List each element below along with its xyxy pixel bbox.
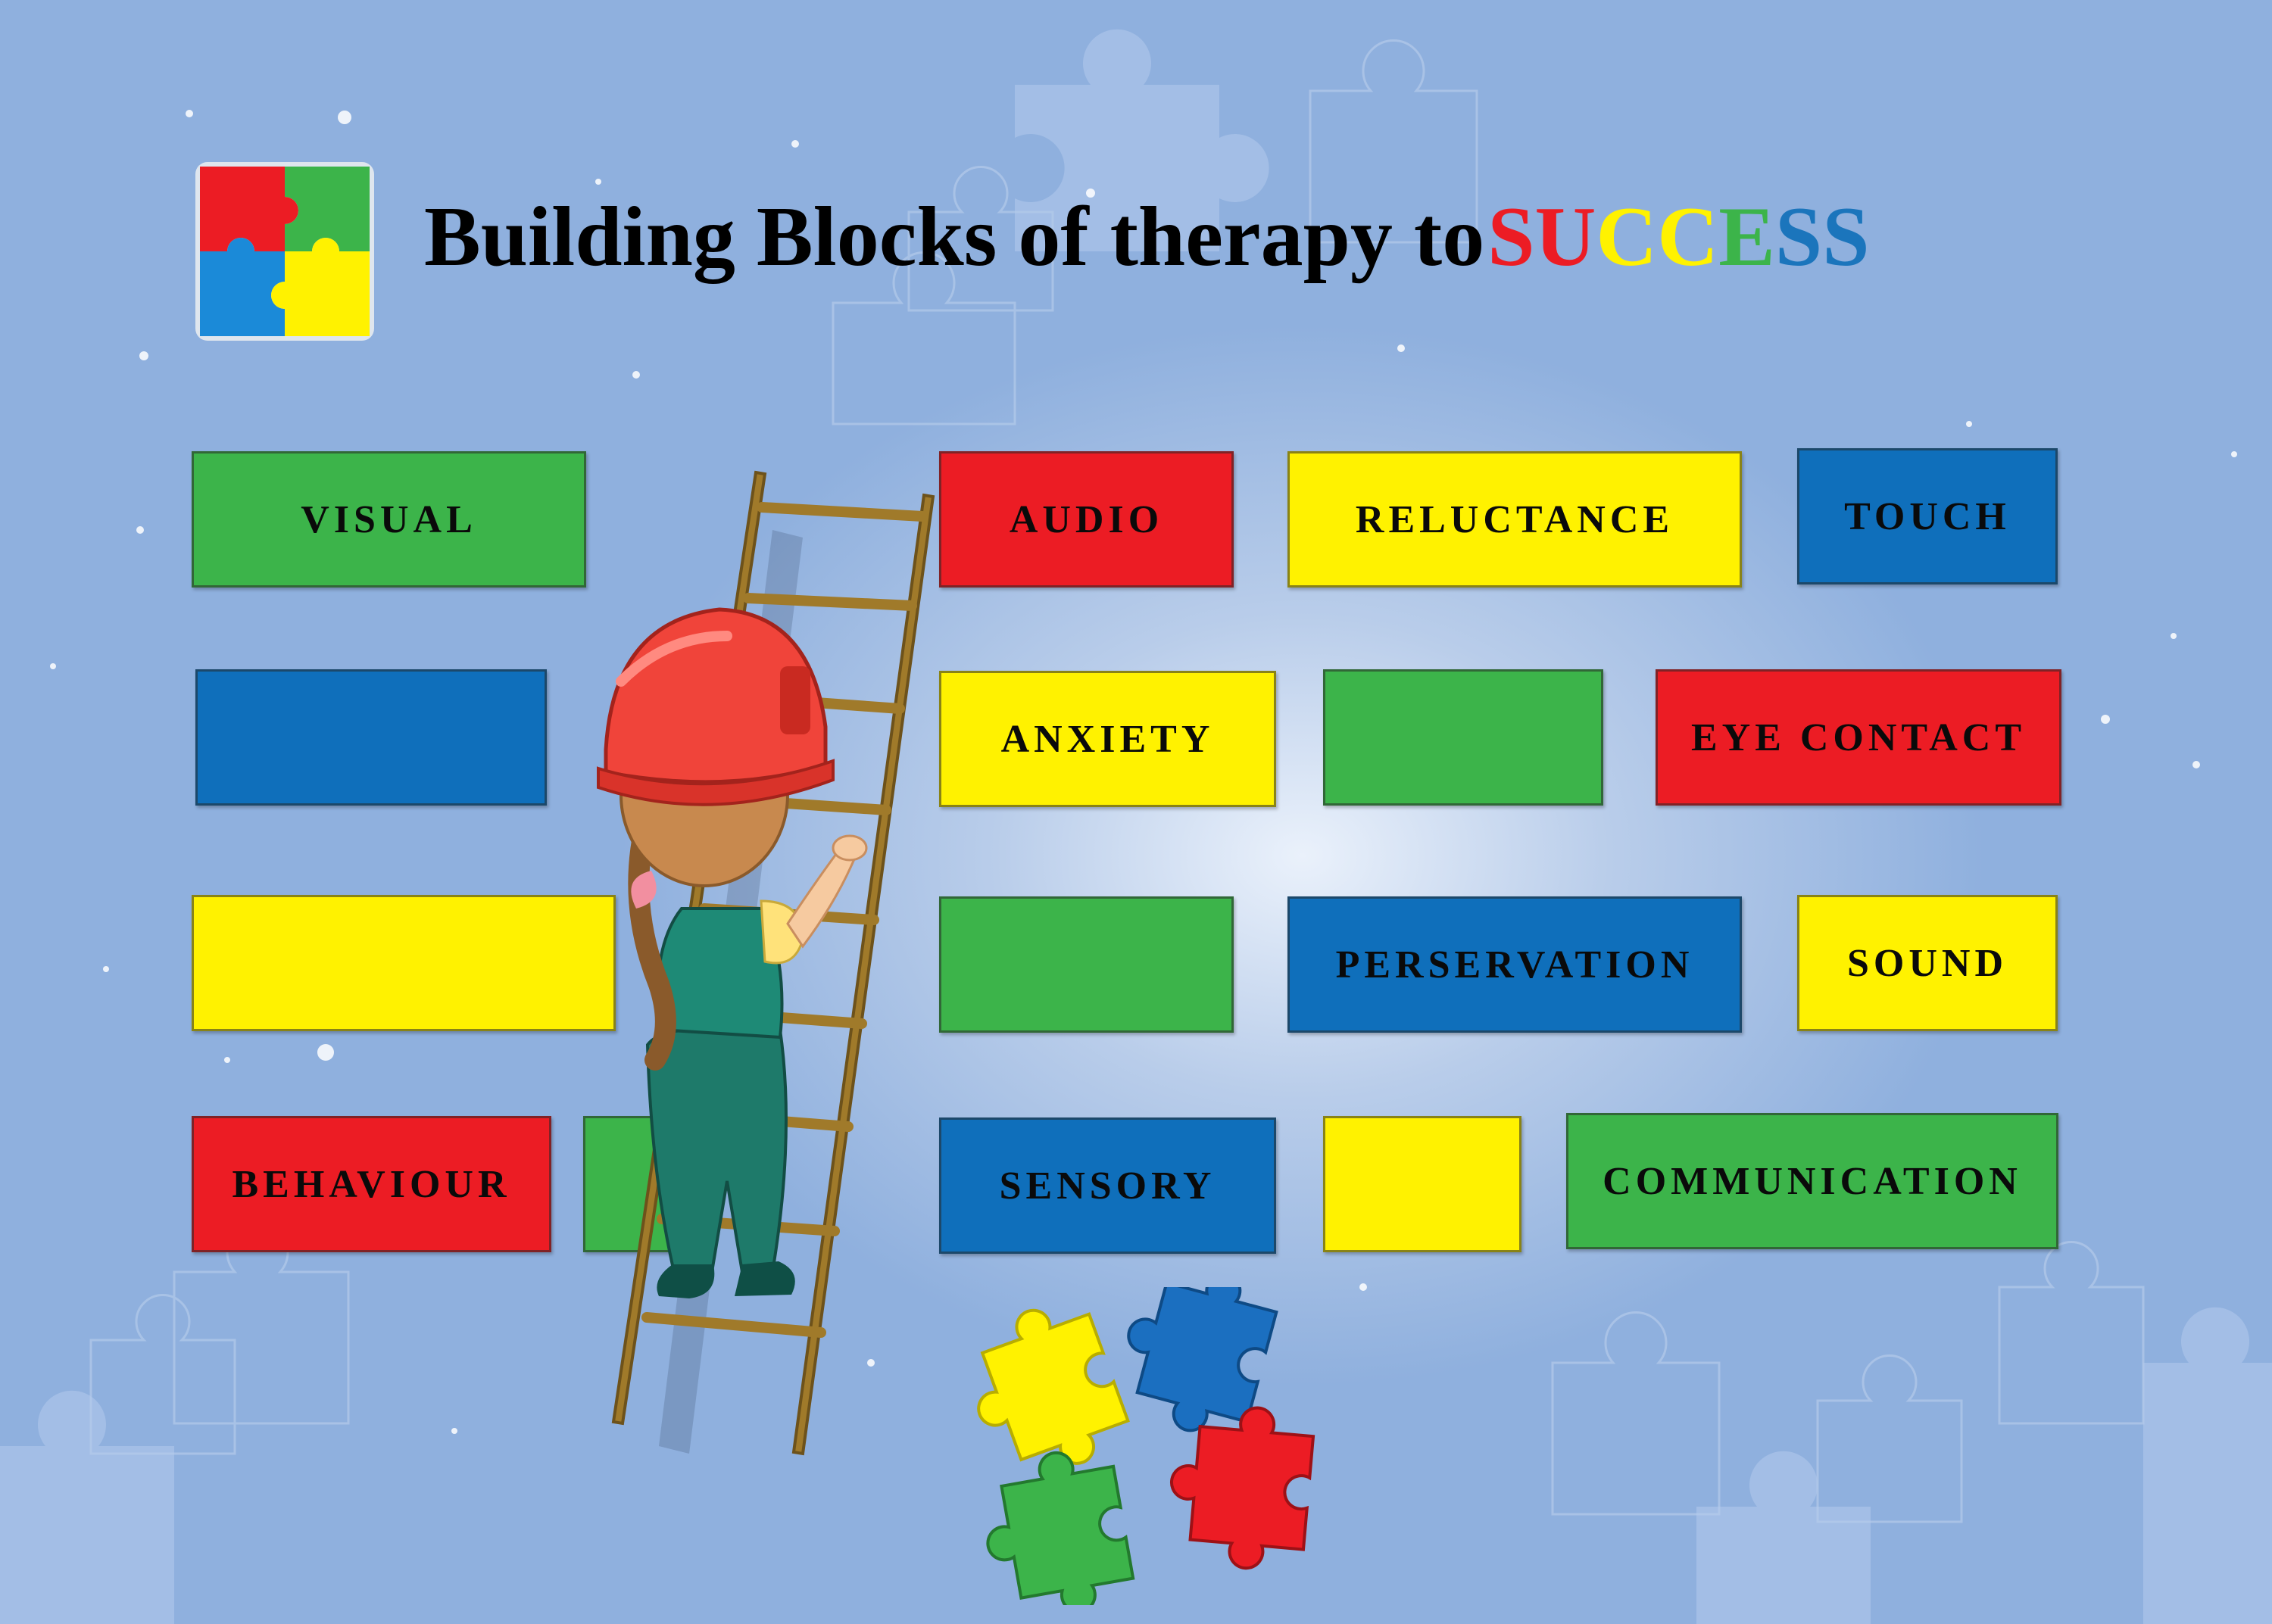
block-label: EYE CONTACT <box>1690 715 2027 759</box>
success-letter: E <box>1718 190 1775 284</box>
success-letter: C <box>1657 190 1719 284</box>
puzzle-logo-icon <box>195 162 374 341</box>
block-label: RELUCTANCE <box>1355 497 1674 541</box>
title-text: Building Blocks of therapy to <box>424 190 1485 284</box>
girl-climbing-ladder-illustration <box>597 470 935 1456</box>
block-label: COMMUNICATION <box>1603 1159 2022 1203</box>
block-touch: TOUCH <box>1797 448 2058 584</box>
block-label: PERSERVATION <box>1335 943 1694 987</box>
block-sound: SOUND <box>1797 895 2058 1031</box>
block-label: SENSORY <box>999 1164 1216 1208</box>
block-sensory: SENSORY <box>939 1117 1276 1254</box>
block-label: TOUCH <box>1844 494 2011 538</box>
block-empty <box>939 896 1234 1033</box>
success-letter: U <box>1534 190 1596 284</box>
success-letter: S <box>1822 190 1870 284</box>
block-empty <box>1323 1116 1521 1252</box>
block-empty <box>195 669 547 806</box>
title: Building Blocks of therapy to SUCCESS <box>424 188 1869 286</box>
block-label: VISUAL <box>301 497 477 541</box>
block-label: BEHAVIOUR <box>232 1162 511 1206</box>
block-perservation: PERSERVATION <box>1287 896 1742 1033</box>
success-letter: S <box>1487 190 1535 284</box>
block-behaviour: BEHAVIOUR <box>192 1116 551 1252</box>
success-letter: C <box>1596 190 1658 284</box>
block-empty <box>192 895 616 1031</box>
title-success-word: SUCCESS <box>1487 190 1869 284</box>
block-anxiety: ANXIETY <box>939 671 1276 807</box>
block-communication: COMMUNICATION <box>1566 1113 2058 1249</box>
block-visual: VISUAL <box>192 451 586 588</box>
block-empty <box>1323 669 1603 806</box>
success-letter: S <box>1774 190 1823 284</box>
scattered-puzzle-pieces-icon <box>977 1287 1315 1605</box>
block-label: AUDIO <box>1009 497 1164 541</box>
block-reluctance: RELUCTANCE <box>1287 451 1742 588</box>
block-eye-contact: EYE CONTACT <box>1656 669 2061 806</box>
block-label: ANXIETY <box>1000 717 1215 761</box>
block-audio: AUDIO <box>939 451 1234 588</box>
block-label: SOUND <box>1846 941 2008 985</box>
